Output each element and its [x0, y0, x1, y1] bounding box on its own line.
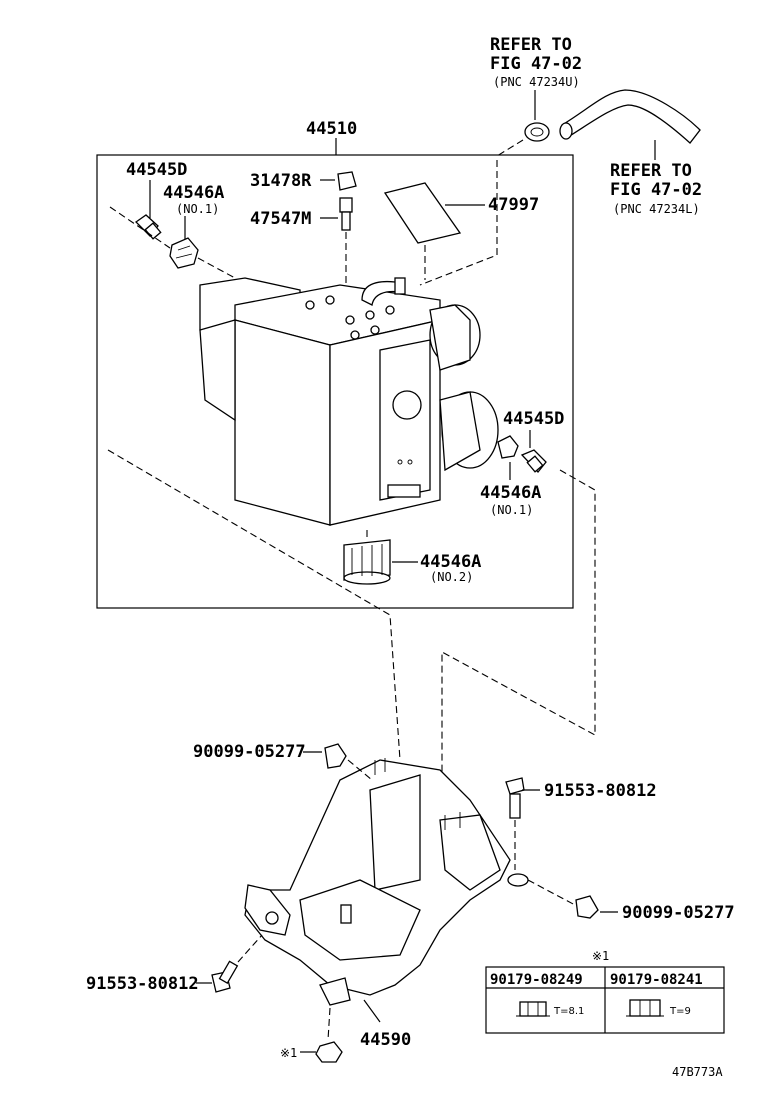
svg-text:REFER TO: REFER TO [490, 35, 572, 55]
nut-mark: ※1 [280, 1046, 297, 1060]
bracket-44590-icon [244, 758, 529, 1006]
cushion-bottom-icon [343, 539, 391, 585]
part-44546a-left-label: 44546A [163, 183, 224, 203]
table-col-1-header: 90179-08249 [490, 972, 583, 988]
table-col-2-header: 90179-08241 [610, 972, 703, 988]
brake-hose-icon [559, 89, 701, 144]
table-spec-2: T=9 [669, 1006, 691, 1017]
bolt-upper-left-icon [324, 743, 347, 769]
nut-reference-table: ※1 90179-08249 90179-08241 T=8.1 T=9 [485, 949, 725, 1034]
bolt-upper-right-icon [505, 777, 525, 819]
caution-label-icon [383, 182, 462, 244]
part-47997-label: 47997 [488, 195, 539, 215]
part-91553-80812-upper-label: 91553-80812 [544, 781, 657, 801]
nut-icon [315, 1041, 343, 1063]
part-31478r-label: 31478R [250, 171, 312, 191]
svg-text:FIG 47-02: FIG 47-02 [490, 54, 582, 74]
part-91553-80812-lower-label: 91553-80812 [86, 974, 199, 994]
part-44546a-left-note: (NO.1) [176, 202, 219, 216]
part-90099-05277-lower-label: 90099-05277 [622, 903, 735, 923]
svg-text:(PNC 47234U): (PNC 47234U) [493, 75, 580, 89]
part-44510-label: 44510 [306, 119, 357, 139]
refer-right-callout: REFER TO FIG 47-02 (PNC 47234L) [610, 140, 702, 216]
bolt-lower-left-icon [211, 960, 239, 993]
part-44590-label: 44590 [360, 1030, 411, 1050]
part-44546a-right-note: (NO.1) [490, 503, 533, 517]
svg-text:REFER TO: REFER TO [610, 161, 692, 181]
abs-actuator-body [199, 277, 499, 526]
nut-9-icon [626, 999, 664, 1017]
svg-text:(PNC 47234L): (PNC 47234L) [613, 202, 700, 216]
cushion-left-icon [169, 237, 199, 269]
part-90099-05277-upper-label: 90099-05277 [193, 742, 306, 762]
assembly-frame [96, 154, 574, 609]
refer-top-callout: REFER TO FIG 47-02 (PNC 47234U) [490, 35, 582, 120]
svg-text:FIG 47-02: FIG 47-02 [610, 180, 702, 200]
nut-8.1-icon [516, 1001, 550, 1017]
figure-code: 47B773A [672, 1065, 723, 1079]
part-47547m-label: 47547M [250, 209, 311, 229]
part-44545d-left-label: 44545D [126, 160, 187, 180]
table-spec-1: T=8.1 [553, 1006, 584, 1017]
part-44546a-bottom-label: 44546A [420, 552, 481, 572]
part-44545d-right-label: 44545D [503, 409, 564, 429]
cap-icon [337, 171, 357, 191]
speed-sensor-left-icon [134, 214, 162, 240]
part-44546a-bottom-note: (NO.2) [430, 570, 473, 584]
union-bolt-icon [339, 197, 353, 231]
bolt-lower-right-icon [575, 895, 599, 919]
part-44546a-right-label: 44546A [480, 483, 541, 503]
svg-text:※1: ※1 [592, 949, 609, 963]
hose-clamp-icon [524, 122, 550, 142]
cushion-right-icon [497, 435, 519, 459]
speed-sensor-right-icon [520, 449, 547, 473]
